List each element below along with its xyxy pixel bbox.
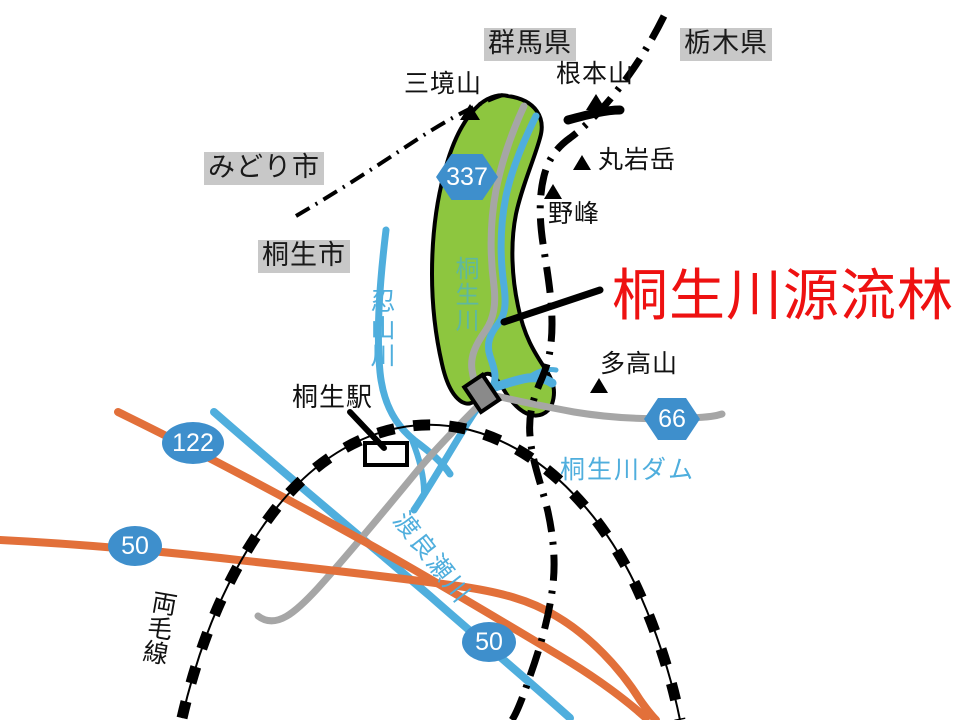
river-label-oshiyama-river: 忍山川 [367,288,395,369]
route-marker-50-south-label: 50 [475,627,503,656]
admin-label-tochigi-prefecture: 栃木県 [680,28,772,61]
peak-label-nomine: 野峰 [548,200,601,228]
kiryu-station-leader [347,409,387,451]
watarase-river-line [210,408,574,720]
forest-boundary-highlight-north [563,105,625,125]
peak-label-nemotosan: 根本山 [556,60,635,88]
city-boundary-line [294,92,507,218]
route-marker-122-label: 122 [172,428,214,457]
route-marker-50-west[interactable]: 50 [108,526,162,566]
peak-triangle-nemotosan [586,94,606,110]
local-road-south [254,396,488,625]
admin-label-gunma-prefecture: 群馬県 [484,28,576,61]
kiryu-river-line [484,112,540,392]
river-label-kiryu-river: 桐生川 [451,256,478,334]
national-road-50 [0,536,660,720]
peak-label-takousan: 多高山 [600,350,679,378]
route-marker-337-label: 337 [446,162,488,191]
map-title-kiryu-headwater-forest: 桐生川源流林 [612,264,954,327]
route-marker-66-label: 66 [658,404,686,433]
peak-triangle-nomine [544,184,562,199]
peak-label-sankaisan: 三境山 [404,70,483,98]
admin-label-midori-city: みどり市 [204,152,324,185]
title-leader-line [500,286,604,326]
local-road-337 [468,102,528,404]
national-road-122 [114,408,650,720]
peak-triangle-sankaisan [460,104,480,120]
peak-label-maruiwadake: 丸岩岳 [598,146,677,174]
peak-triangle-maruiwadake [573,155,591,170]
local-road-66 [484,390,726,423]
route-marker-50-west-label: 50 [121,531,149,560]
kiryu-station-symbol [363,441,409,467]
route-marker-122[interactable]: 122 [162,422,224,464]
admin-label-kiryu-city: 桐生市 [258,240,350,273]
kiryugawa-dam-symbol [461,372,503,415]
facility-label-kiryugawa-dam: 桐生川ダム [560,456,696,484]
peak-triangle-takousan [590,378,608,393]
route-marker-50-south[interactable]: 50 [462,622,516,662]
facility-label-kiryu-station: 桐生駅 [292,382,374,412]
route-marker-337[interactable]: 337 [436,154,498,200]
ryomo-line-dashes [176,419,686,720]
